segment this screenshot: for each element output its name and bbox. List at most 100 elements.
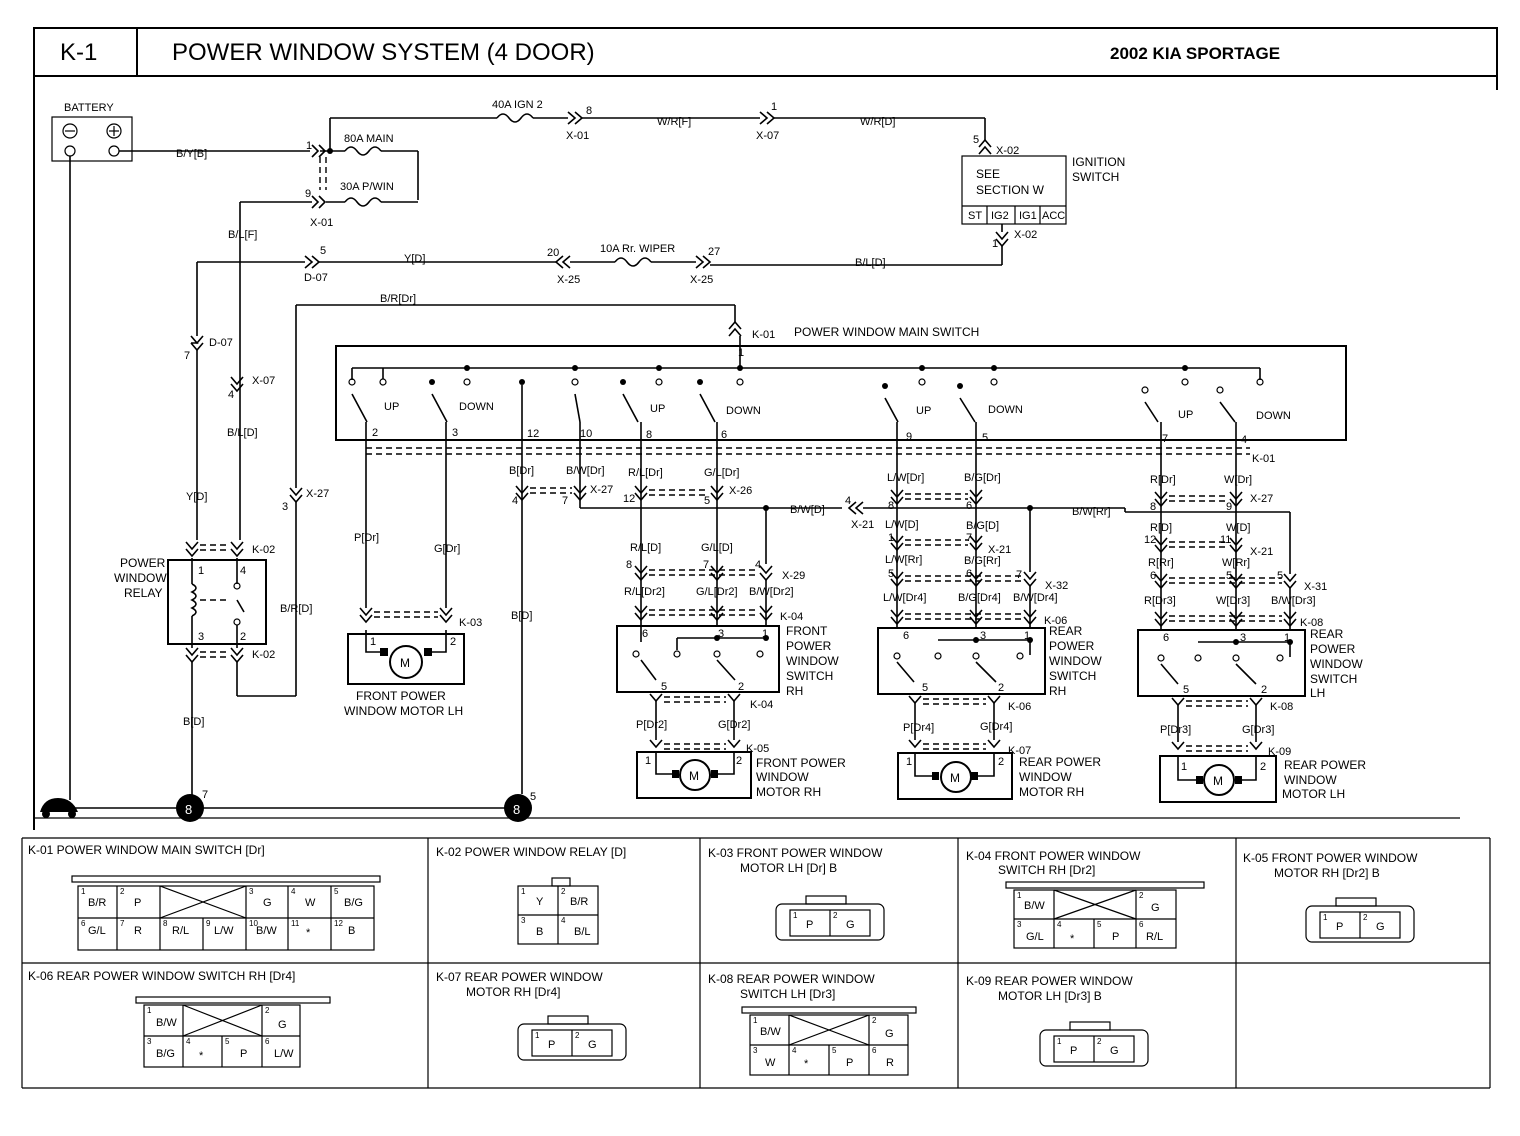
svg-text:3: 3 xyxy=(980,630,986,642)
svg-text:G[Dr3]: G[Dr3] xyxy=(1242,724,1274,736)
svg-text:7: 7 xyxy=(966,532,972,544)
svg-text:*: * xyxy=(199,1050,204,1062)
svg-text:R/L[Dr]: R/L[Dr] xyxy=(628,467,663,479)
svg-text:DOWN: DOWN xyxy=(1256,410,1291,422)
svg-text:K-08: K-08 xyxy=(1270,701,1293,713)
main-switch-contacts: UP DOWN UP DOWN UP DOWN UP DOWN xyxy=(348,368,1291,440)
svg-text:B/W[Dr4]: B/W[Dr4] xyxy=(1013,592,1058,604)
connector-k09: K-09 REAR POWER WINDOW MOTOR LH [Dr3] B … xyxy=(966,974,1149,1067)
connector-k04: K-04 FRONT POWER WINDOW SWITCH RH [Dr2] … xyxy=(966,849,1205,949)
svg-text:RH: RH xyxy=(1049,684,1066,698)
svg-text:P: P xyxy=(548,1039,555,1051)
svg-text:M: M xyxy=(400,656,410,670)
svg-text:W/R[D]: W/R[D] xyxy=(860,116,895,128)
svg-text:K-02: K-02 xyxy=(252,649,275,661)
svg-text:4: 4 xyxy=(1057,920,1062,929)
svg-text:5: 5 xyxy=(982,432,988,444)
svg-text:2: 2 xyxy=(450,636,456,648)
svg-text:4: 4 xyxy=(512,495,518,507)
svg-text:SWITCH: SWITCH xyxy=(1310,672,1357,686)
svg-text:*: * xyxy=(804,1058,809,1070)
svg-text:2: 2 xyxy=(736,755,742,767)
svg-text:K-07: K-07 xyxy=(1008,745,1031,757)
svg-text:W[Dr3]: W[Dr3] xyxy=(1216,595,1250,607)
svg-text:3: 3 xyxy=(198,631,204,643)
svg-text:K-06: K-06 xyxy=(1008,701,1031,713)
svg-text:2: 2 xyxy=(998,756,1004,768)
svg-text:*: * xyxy=(306,927,311,939)
svg-text:W: W xyxy=(765,1057,776,1069)
svg-text:MOTOR LH: MOTOR LH xyxy=(1282,787,1345,801)
svg-text:W/R[F]: W/R[F] xyxy=(657,116,691,128)
svg-text:B[D]: B[D] xyxy=(183,716,204,728)
svg-text:B: B xyxy=(348,925,355,937)
svg-text:M: M xyxy=(950,771,960,785)
front-rh-branch: R/L[Dr] G/L[Dr] 12 5 X-26 R/L[D] G/L[D] … xyxy=(616,422,846,799)
svg-text:UP: UP xyxy=(384,401,399,413)
svg-text:5: 5 xyxy=(922,682,928,694)
svg-text:G: G xyxy=(846,919,855,931)
svg-text:R: R xyxy=(886,1057,894,1069)
svg-text:R/L[D]: R/L[D] xyxy=(630,542,661,554)
connector-table xyxy=(21,837,1491,1089)
svg-text:WINDOW: WINDOW xyxy=(1019,770,1072,784)
svg-text:6: 6 xyxy=(265,1037,270,1046)
svg-text:B/G[Rr]: B/G[Rr] xyxy=(964,555,1001,567)
svg-text:5: 5 xyxy=(225,1037,230,1046)
svg-text:G: G xyxy=(885,1028,894,1040)
svg-text:WINDOW MOTOR LH: WINDOW MOTOR LH xyxy=(344,704,463,718)
svg-text:D-07: D-07 xyxy=(209,337,233,349)
svg-text:B/G: B/G xyxy=(156,1048,175,1060)
svg-text:5: 5 xyxy=(334,887,339,896)
svg-text:12: 12 xyxy=(623,493,635,505)
svg-text:POWER: POWER xyxy=(1049,639,1095,653)
svg-text:K-03: K-03 xyxy=(459,617,482,629)
ground-point-left xyxy=(176,794,204,822)
svg-text:L/W: L/W xyxy=(214,925,234,937)
svg-text:MOTOR LH [Dr3] B: MOTOR LH [Dr3] B xyxy=(998,989,1102,1003)
svg-text:6: 6 xyxy=(966,568,972,580)
svg-text:B/W: B/W xyxy=(156,1017,177,1029)
svg-text:G: G xyxy=(1151,902,1160,914)
fuse-80a-symbol xyxy=(344,146,382,156)
svg-text:K-04 FRONT POWER WINDOW: K-04 FRONT POWER WINDOW xyxy=(966,849,1141,863)
svg-text:B/W: B/W xyxy=(256,925,277,937)
svg-text:X-07: X-07 xyxy=(252,375,275,387)
svg-text:Y[D]: Y[D] xyxy=(186,491,207,503)
svg-text:1: 1 xyxy=(1017,891,1022,900)
svg-text:*: * xyxy=(1070,933,1075,945)
svg-text:MOTOR RH [Dr2] B: MOTOR RH [Dr2] B xyxy=(1274,866,1380,880)
svg-text:B/W: B/W xyxy=(760,1026,781,1038)
svg-text:SECTION W: SECTION W xyxy=(976,183,1045,197)
svg-text:X-31: X-31 xyxy=(1304,581,1327,593)
svg-text:SWITCH: SWITCH xyxy=(786,669,833,683)
svg-text:SWITCH: SWITCH xyxy=(1072,170,1119,184)
svg-text:G: G xyxy=(1110,1045,1119,1057)
svg-text:W[Dr]: W[Dr] xyxy=(1224,474,1252,486)
svg-text:11: 11 xyxy=(291,919,300,928)
connector-k02: K-02 POWER WINDOW RELAY [D] 1 Y 2 B/R 3 … xyxy=(436,845,626,945)
svg-text:SWITCH LH [Dr3]: SWITCH LH [Dr3] xyxy=(740,987,835,1001)
svg-text:MOTOR LH [Dr] B: MOTOR LH [Dr] B xyxy=(740,861,837,875)
svg-text:B/W[D]: B/W[D] xyxy=(790,504,825,516)
svg-text:K-04: K-04 xyxy=(780,611,803,623)
svg-text:X-02: X-02 xyxy=(996,145,1019,157)
svg-text:2: 2 xyxy=(561,887,566,896)
svg-text:G[Dr2]: G[Dr2] xyxy=(718,719,750,731)
connector-k01: K-01 POWER WINDOW MAIN SWITCH [Dr] 1 B/R… xyxy=(28,843,381,951)
svg-text:G/L: G/L xyxy=(88,925,106,937)
svg-text:7: 7 xyxy=(1016,569,1022,581)
svg-text:WINDOW: WINDOW xyxy=(786,654,839,668)
header-frame xyxy=(33,27,1498,77)
svg-text:4: 4 xyxy=(240,565,246,577)
svg-text:B/R[D]: B/R[D] xyxy=(280,603,312,615)
svg-text:R/L[Dr2]: R/L[Dr2] xyxy=(624,586,665,598)
svg-text:7: 7 xyxy=(120,919,125,928)
svg-text:SWITCH: SWITCH xyxy=(1049,669,1096,683)
svg-text:K-05 FRONT POWER WINDOW: K-05 FRONT POWER WINDOW xyxy=(1243,851,1418,865)
front-power-window-motor-lh: 1 2 M xyxy=(347,630,465,685)
svg-text:WINDOW: WINDOW xyxy=(1284,773,1337,787)
svg-text:2: 2 xyxy=(1261,684,1267,696)
wire-label: B/Y[B] xyxy=(176,148,207,160)
svg-text:K-01: K-01 xyxy=(1252,453,1275,465)
